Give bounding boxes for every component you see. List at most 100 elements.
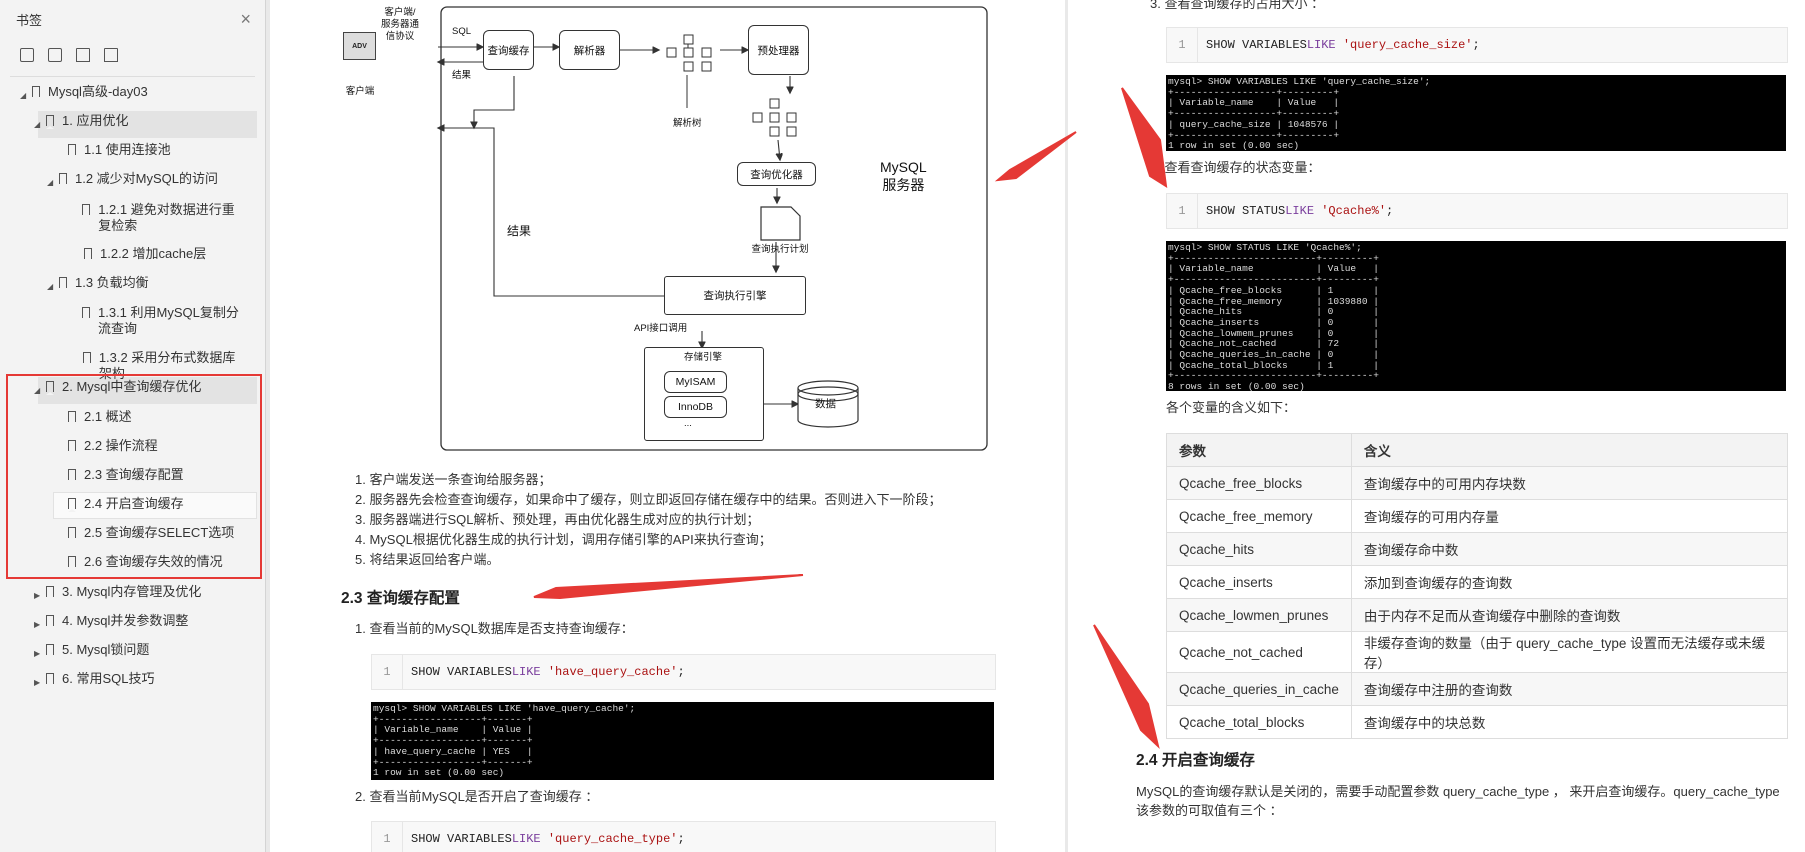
toc-item[interactable]: 2.5 查询缓存SELECT选项 (56, 525, 236, 541)
expand-arrow-icon[interactable]: ▶ (34, 678, 41, 687)
expand-arrow-icon[interactable]: ▶ (34, 649, 41, 658)
list-item: 3. 查看查询缓存的占用大小 ： (1150, 0, 1325, 11)
table-cell: Qcache_lowmen_prunes (1166, 598, 1352, 632)
toc-item-label: 1.2.2 增加cache层 (100, 246, 207, 261)
toc-item[interactable]: ▶5. Mysql锁问题 (34, 642, 234, 662)
toc-item[interactable]: 1.3.2 采用分布式数据库架构 (72, 350, 242, 382)
bookmark-icon (68, 498, 76, 512)
table-cell: 查询缓存中的块总数 (1350, 705, 1789, 739)
toc-item-label: 2.4 开启查询缓存 (84, 496, 184, 511)
toc-item[interactable]: 1.2.2 增加cache层 (72, 246, 242, 262)
table-cell: Qcache_queries_in_cache (1166, 672, 1352, 706)
close-icon[interactable]: × (240, 8, 251, 29)
bookmark-icon[interactable] (104, 48, 118, 62)
table-header: 参数 (1166, 433, 1352, 467)
table-cell: Qcache_total_blocks (1166, 705, 1352, 739)
toc-item[interactable]: ◢1.3 负载均衡 (47, 275, 227, 295)
step-item: 4. MySQL根据优化器生成的执行计划，调用存储引擎的API来执行查询； (355, 532, 772, 547)
toc-item[interactable]: ▶6. 常用SQL技巧 (34, 671, 234, 691)
code-string: 'query_cache_size' (1342, 38, 1473, 52)
bookmark-icon (68, 440, 76, 454)
step-item: 5. 将结果返回给客户端。 (355, 552, 500, 567)
toc-item[interactable]: 1.2.1 避免对数据进行重复检索 (72, 202, 242, 234)
bookmark-icon (82, 307, 90, 321)
terminal-output: mysql> SHOW VARIABLES LIKE 'have_query_c… (371, 702, 994, 780)
bookmark-sidebar: 书签 × ◢ Mysql高级-day03 ◢1. 应用优化 1.1 使用连接池 ◢ 1.2… (0, 0, 266, 852)
toc-item[interactable]: ◢ Mysql高级-day03 (20, 84, 240, 104)
expand-arrow-icon[interactable]: ◢ (47, 282, 54, 291)
bookmark-icon (68, 469, 76, 483)
document-page-right: 3. 查看查询缓存的占用大小 ： 1 SHOW VARIABLES LIKE '… (1068, 0, 1805, 852)
code-string: 'query_cache_type' (547, 832, 678, 846)
collapse-all-icon[interactable] (48, 48, 62, 62)
diagram-lines (270, 6, 988, 451)
expand-arrow-icon[interactable]: ◢ (20, 91, 27, 100)
list-item: 4. 查看查询缓存的状态变量： (1150, 160, 1321, 175)
toc-item[interactable]: 2.6 查询缓存失效的情况 (56, 554, 236, 570)
toc-item[interactable]: ◢1. 应用优化 (34, 113, 234, 133)
toc-item[interactable]: 1.1 使用连接池 (56, 142, 236, 158)
optimizer-box: 查询优化器 (737, 162, 816, 186)
toc-active-highlight (53, 492, 257, 519)
toc-item[interactable]: 2.3 查询缓存配置 (56, 467, 236, 483)
table-cell: 查询缓存中注册的查询数 (1350, 672, 1789, 706)
add-bookmark-icon[interactable] (76, 48, 90, 62)
code-text: ; (1472, 38, 1480, 52)
table-cell: 查询缓存的可用内存量 (1350, 499, 1789, 533)
table-intro: 各个变量的含义如下： (1166, 400, 1297, 415)
bookmark-icon (68, 556, 76, 570)
toc-item[interactable]: ▶ 4. Mysql并发参数调整 (34, 613, 234, 633)
expand-arrow-icon[interactable]: ▶ (34, 620, 41, 629)
expand-arrow-icon[interactable]: ◢ (34, 120, 41, 129)
code-keyword: LIKE (1285, 204, 1315, 218)
table-cell: 查询缓存中的可用内存块数 (1350, 466, 1789, 500)
expand-all-icon[interactable] (20, 48, 34, 62)
line-number: 1 (1167, 194, 1198, 228)
sidebar-header: 书签 × (0, 0, 265, 38)
paragraph: 该参数的可取值有三个 ： (1136, 803, 1283, 818)
toc-item-label: 2.2 操作流程 (84, 438, 158, 453)
toc-item[interactable]: ◢2. Mysql中查询缓存优化 (34, 379, 234, 399)
toc-item[interactable]: 2.2 操作流程 (56, 438, 236, 454)
toc-item[interactable]: 2.1 概述 (56, 409, 236, 425)
code-text: ; (677, 665, 685, 679)
bookmark-icon (84, 248, 92, 262)
code-block: 1 SHOW VARIABLES LIKE 'query_cache_type'… (371, 821, 996, 852)
toc-item-label: 1.2 减少对MySQL的访问 (75, 171, 219, 186)
expand-arrow-icon[interactable]: ◢ (34, 386, 41, 395)
code-string: 'have_query_cache' (547, 665, 678, 679)
storage-engine-label: 存储引擎 (683, 352, 722, 363)
sidebar-toolbar (0, 38, 265, 72)
toc-item[interactable]: ◢ 1.2 减少对MySQL的访问 (47, 171, 227, 191)
bookmark-icon (46, 586, 54, 600)
bookmark-icon (82, 204, 91, 218)
section-title-2-4: 2.4 开启查询缓存 (1136, 752, 1255, 769)
myisam-box: MyISAM (664, 371, 727, 393)
expand-arrow-icon[interactable]: ▶ (34, 591, 41, 600)
step-item: 3. 服务器端进行SQL解析、预处理，再由优化器生成对应的执行计划； (355, 512, 760, 527)
code-block: 1 SHOW VARIABLES LIKE 'have_query_cache'… (371, 654, 996, 690)
toc-item-label: 2.5 查询缓存SELECT选项 (84, 525, 235, 540)
expand-arrow-icon[interactable]: ◢ (47, 178, 54, 187)
toc-item-label: 2.3 查询缓存配置 (84, 467, 184, 482)
monitor-icon: ADV (343, 32, 376, 60)
bookmark-icon (82, 352, 91, 366)
toc-item[interactable]: 1.3.1 利用MySQL复制分流查询 (72, 305, 242, 337)
bookmark-icon (46, 115, 54, 129)
code-keyword: LIKE (511, 665, 541, 679)
bookmark-icon (68, 411, 76, 425)
toc-item[interactable]: ▶3. Mysql内存管理及优化 (34, 584, 234, 604)
toc-item[interactable]: 2.4 开启查询缓存 (56, 496, 236, 512)
sidebar-title: 书签 (16, 12, 43, 28)
toc-item-label: 4. Mysql并发参数调整 (62, 613, 189, 628)
protocol-label: 客户端/ 服务器通 信协议 (380, 7, 419, 42)
toc-item-label: Mysql高级-day03 (48, 84, 148, 99)
step-item: 1. 客户端发送一条查询给服务器； (355, 472, 552, 487)
bookmark-icon (46, 673, 54, 687)
